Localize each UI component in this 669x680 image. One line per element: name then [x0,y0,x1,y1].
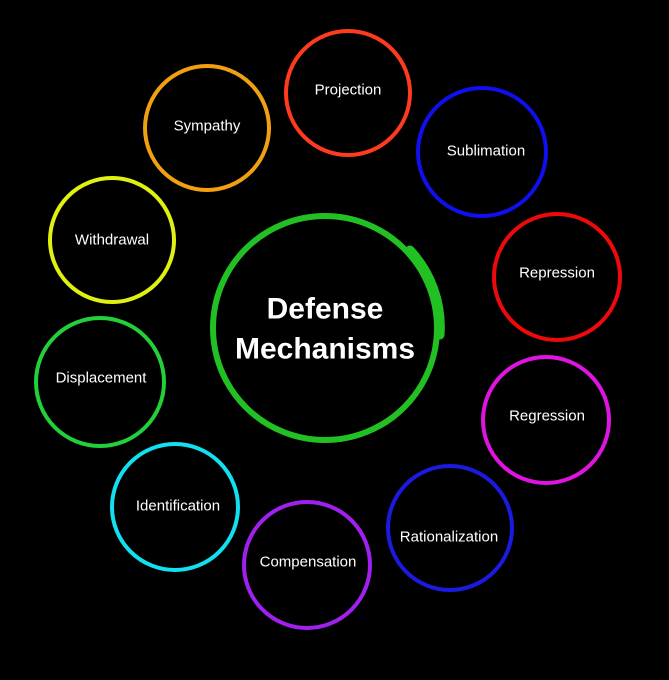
center-title-line1: Defense [267,293,384,326]
node-repression: Repression [492,212,622,342]
node-label: Repression [519,265,595,282]
node-ring [416,86,548,218]
node-ring [284,29,412,157]
node-withdrawal: Withdrawal [48,176,176,304]
node-ring [143,64,271,192]
node-regression: Regression [481,355,611,485]
node-label: Sublimation [447,143,525,160]
center-ring [210,213,440,443]
node-label: Displacement [56,370,148,387]
node-projection: Projection [284,29,412,157]
node-ring [386,464,514,592]
node-ring [481,355,611,485]
node-label: Regression [509,408,585,425]
node-ring [242,500,372,630]
center-brush-stroke [405,245,445,340]
node-compensation: Compensation [242,500,372,630]
node-sympathy: Sympathy [143,64,271,192]
node-sublimation: Sublimation [416,86,548,218]
center-title-line2: Mechanisms [235,333,415,366]
node-ring [492,212,622,342]
node-label: Sympathy [174,118,241,135]
node-displacement: Displacement [34,316,166,448]
node-ring [110,442,240,572]
node-label: Withdrawal [75,232,149,249]
node-label: Identification [136,498,220,515]
node-label: Projection [315,82,382,99]
node-label: Compensation [260,554,357,571]
node-ring [48,176,176,304]
node-ring [34,316,166,448]
node-label: Rationalization [400,529,498,546]
node-identification: Identification [110,442,240,572]
node-rationalization: Rationalization [386,464,514,592]
center-node: Defense Mechanisms [210,213,445,443]
